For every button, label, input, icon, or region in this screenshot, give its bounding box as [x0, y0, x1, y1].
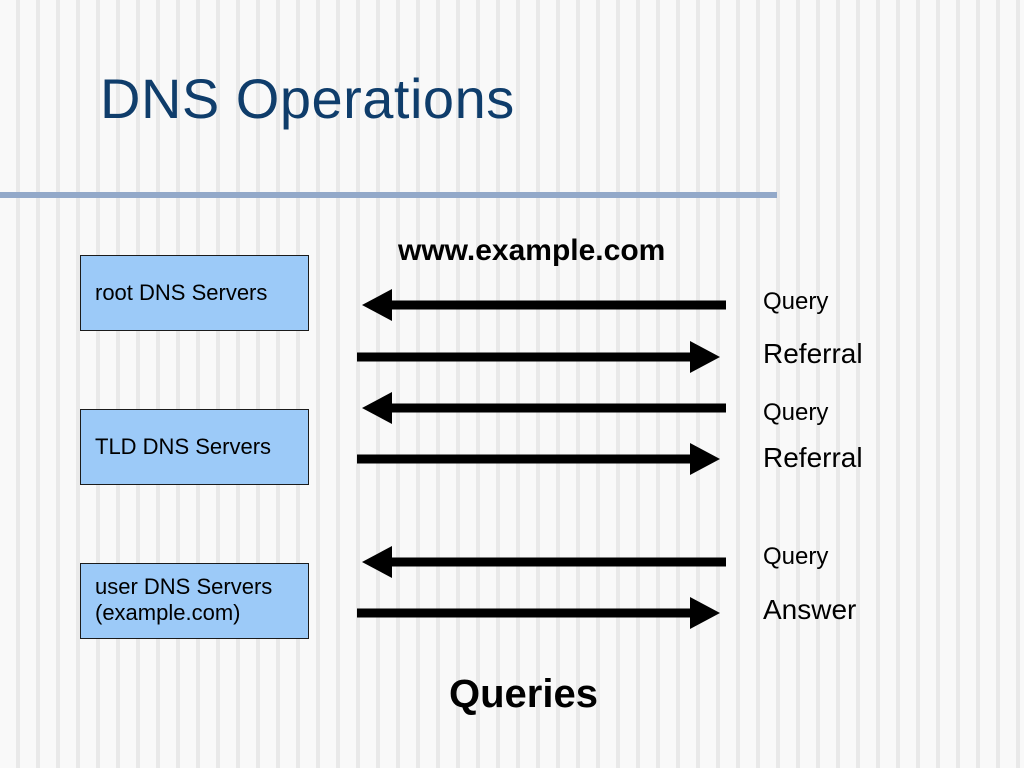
domain-label: www.example.com	[398, 234, 666, 267]
queries-caption: Queries	[449, 672, 598, 716]
user-dns-servers-label: user DNS Servers	[95, 574, 273, 599]
root-dns-servers-box: root DNS Servers	[80, 255, 309, 331]
referral-arrow-root	[357, 341, 720, 373]
query-label-2: Query	[763, 399, 829, 426]
user-dns-servers-domain: (example.com)	[95, 600, 241, 626]
tld-dns-servers-box: TLD DNS Servers	[80, 409, 309, 485]
query-label-3: Query	[763, 543, 829, 570]
answer-label: Answer	[763, 594, 857, 625]
user-dns-servers-box: user DNS Servers (example.com)	[80, 563, 309, 639]
referral-label-1: Referral	[763, 338, 863, 369]
query-arrow-tld	[362, 392, 726, 424]
query-arrow-user	[362, 546, 726, 578]
referral-label-2: Referral	[763, 442, 863, 473]
query-label-1: Query	[763, 288, 829, 315]
slide-title: DNS Operations	[100, 67, 515, 130]
root-dns-servers-label: root DNS Servers	[95, 280, 268, 305]
query-arrow-root	[362, 289, 726, 321]
tld-dns-servers-label: TLD DNS Servers	[95, 434, 272, 459]
title-underline	[0, 192, 777, 198]
referral-arrow-tld	[357, 443, 720, 475]
answer-arrow-user	[357, 597, 720, 629]
